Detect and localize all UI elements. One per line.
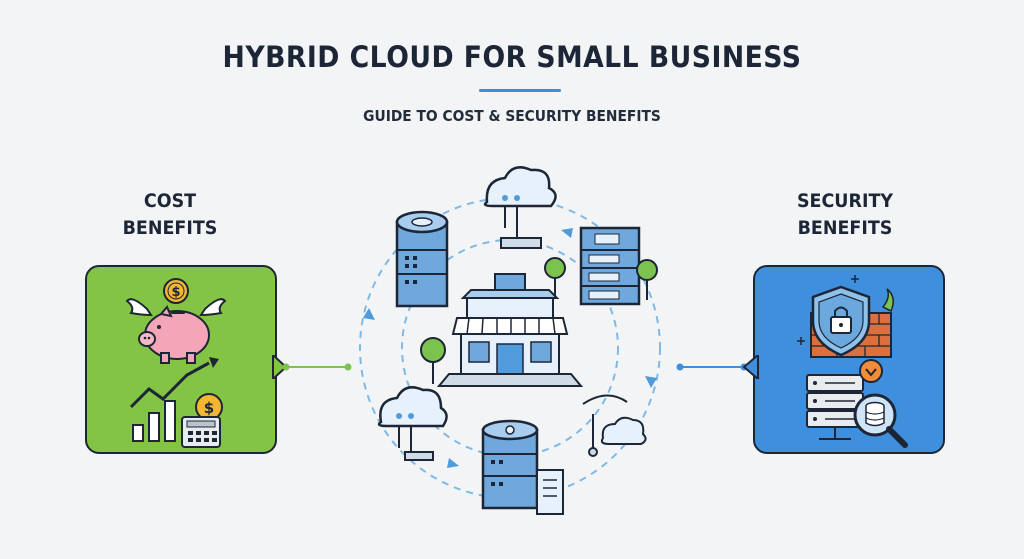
cost-heading-line2: BENEFITS: [122, 217, 218, 239]
coin-symbol-2: $: [204, 399, 214, 417]
growth-chart-icon: $: [129, 357, 223, 442]
security-heading-line2: BENEFITS: [797, 217, 893, 239]
piggy-bank-icon: [125, 298, 227, 364]
server-rack-icon: [544, 226, 658, 306]
cloud-icon-right: [582, 394, 647, 457]
flow-arrows: [363, 228, 657, 468]
server-tower-bottom-icon: [481, 419, 564, 515]
title-underline: [479, 89, 561, 92]
page-title: HYBRID CLOUD FOR SMALL BUSINESS: [222, 40, 802, 74]
magnifier-database-icon: [853, 393, 908, 448]
coin-icon: $: [163, 278, 189, 304]
sparkle-icon: [797, 275, 859, 345]
cost-connector: [272, 355, 352, 379]
cloud-icon: [483, 166, 557, 249]
hybrid-cloud-hub: [359, 166, 661, 515]
cloud-icon-left: [377, 386, 448, 461]
storefront-icon: [420, 273, 584, 387]
cost-benefits-panel: $ $: [85, 265, 277, 454]
security-connector: [676, 355, 759, 379]
security-heading-line1: SECURITY: [796, 190, 894, 212]
alert-badge-icon: [859, 359, 883, 383]
security-benefits-panel: [753, 265, 945, 454]
coin-symbol: $: [171, 285, 180, 300]
calculator-icon: [181, 416, 221, 448]
page-subtitle: GUIDE TO COST & SECURITY BENEFITS: [363, 107, 661, 125]
server-tower-icon: [395, 210, 449, 308]
security-benefits-heading: SECURITY BENEFITS: [776, 188, 914, 242]
server-icon: [806, 374, 864, 440]
cost-heading-line1: COST: [143, 190, 197, 212]
cost-benefits-heading: COST BENEFITS: [115, 188, 225, 242]
shield-lock-icon: [811, 285, 871, 357]
